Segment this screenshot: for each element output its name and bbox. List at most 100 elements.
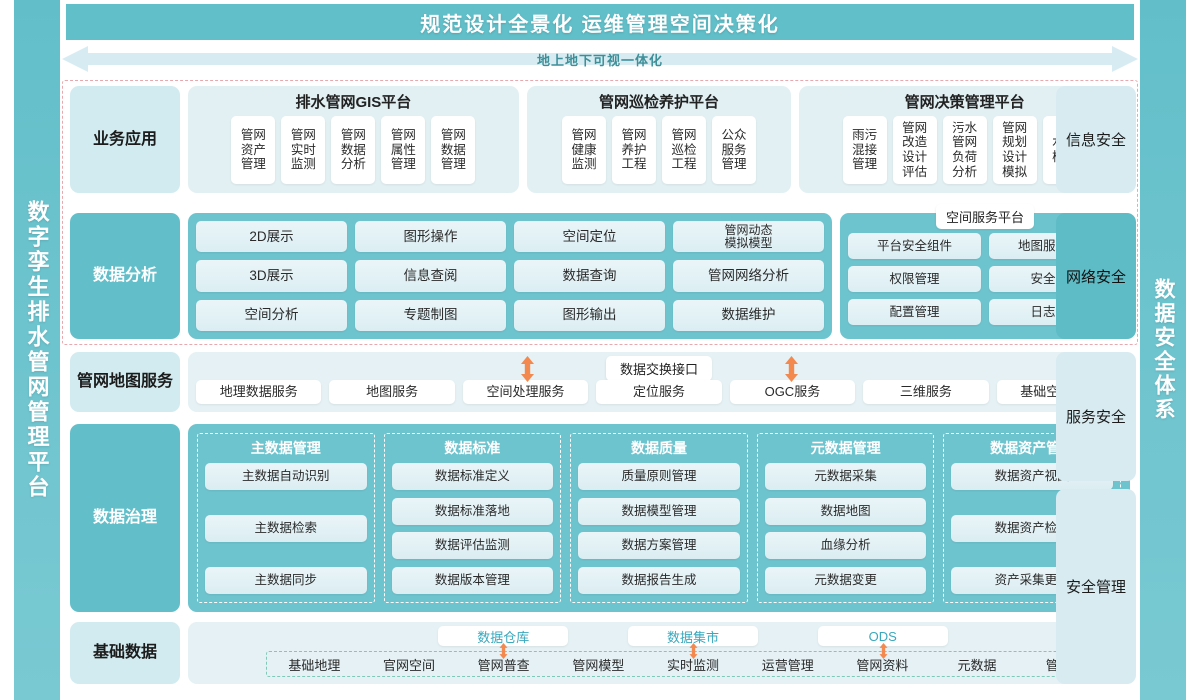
analysis-item[interactable]: 空间分析 (196, 299, 347, 331)
map-arrow-icon (785, 356, 799, 382)
data-governance-row: 数据治理 主数据管理主数据自动识别主数据检索主数据同步数据标准数据标准定义数据标… (70, 424, 1130, 612)
business-item[interactable]: 管网 改造 设计 评估 (892, 116, 937, 184)
governance-item[interactable]: 数据地图 (764, 497, 927, 525)
row-category-analysis: 数据分析 (70, 213, 180, 339)
analysis-item[interactable]: 图形操作 (355, 221, 506, 253)
base-arrow-icon (879, 643, 888, 659)
map-service-row: 管网地图服务 数据交换接口 地理数据服务地图服务空间处理服务定位服务 OGC服务三… (70, 352, 1130, 412)
map-service-up-down-arrow (785, 356, 799, 382)
data-exchange-interface[interactable]: 数据交换接口 (605, 356, 713, 381)
analysis-item[interactable]: 信息查阅 (355, 260, 506, 292)
analysis-item[interactable]: 图形输出 (514, 299, 665, 331)
governance-item[interactable]: 数据评估监测 (391, 532, 554, 560)
map-arrow-icon (520, 356, 534, 382)
governance-item[interactable]: 质量原则管理 (578, 463, 740, 490)
analysis-item[interactable]: 3D展示 (196, 260, 347, 292)
security-item[interactable]: 网络安全 (1056, 213, 1136, 339)
governance-column-items: 数据标准定义数据标准落地数据评估监测数据版本管理 (391, 463, 554, 594)
spatial-service-platform-title: 空间服务平台 (935, 204, 1035, 229)
governance-item[interactable]: 数据版本管理 (391, 566, 554, 594)
business-platform-items: 管网 健康 监测管网 养护 工程管网 巡检 工程公众 服务 管理 (554, 116, 764, 192)
governance-item[interactable]: 主数据检索 (205, 515, 367, 542)
base-data-up-down-arrow (877, 643, 891, 669)
business-platform-title: 管网巡检养护平台 (599, 94, 720, 111)
business-application-row: 业务应用 排水管网GIS平台管网 资产 管理管网 实时 监测管网 数据 分析管网… (70, 86, 1131, 193)
governance-panel: 主数据管理主数据自动识别主数据检索主数据同步数据标准数据标准定义数据标准落地数据… (188, 424, 1130, 612)
map-service-item[interactable]: 定位服务 (596, 380, 722, 404)
base-data-store[interactable]: 数据仓库 (438, 626, 569, 646)
business-item[interactable]: 管网 资产 管理 (231, 116, 276, 184)
analysis-item[interactable]: 专题制图 (355, 299, 506, 331)
business-item[interactable]: 管网 数据 分析 (331, 116, 376, 184)
business-platform-title: 排水管网GIS平台 (295, 94, 412, 111)
map-service-items: 地理数据服务地图服务空间处理服务定位服务OGC服务三维服务基础空间服务 (196, 380, 1122, 404)
analysis-item[interactable]: 管网动态 模拟模型 (673, 221, 824, 253)
business-item[interactable]: 管网 属性 管理 (381, 116, 426, 184)
security-item[interactable]: 服务安全 (1056, 352, 1136, 481)
diagram-title-bar: 规范设计全景化 运维管理空间决策化 (66, 4, 1134, 40)
business-item[interactable]: 公众 服务 管理 (712, 116, 756, 184)
governance-item[interactable]: 元数据采集 (764, 463, 927, 490)
map-service-item[interactable]: 空间处理服务 (462, 380, 589, 404)
governance-item[interactable]: 主数据自动识别 (205, 463, 367, 490)
governance-column: 元数据管理元数据采集数据地图血缘分析元数据变更 (756, 433, 935, 603)
base-data-store[interactable]: 数据集市 (628, 626, 758, 646)
analysis-item[interactable]: 空间定位 (514, 221, 665, 253)
governance-item[interactable]: 数据标准定义 (391, 463, 554, 490)
analysis-item[interactable]: 数据查询 (514, 260, 665, 292)
map-service-up-down-arrow (520, 356, 535, 382)
security-item[interactable]: 信息安全 (1056, 86, 1136, 193)
map-service-panel: 数据交换接口 地理数据服务地图服务空间处理服务定位服务OGC服务三维服务基础空间… (188, 352, 1130, 412)
diagram-title: 规范设计全景化 运维管理空间决策化 (420, 13, 780, 36)
base-data-item: 管网资料 (856, 657, 909, 673)
governance-item[interactable]: 血缘分析 (764, 532, 927, 560)
row-category-map-service: 管网地图服务 (70, 352, 180, 412)
governance-column-title: 数据质量 (630, 440, 687, 456)
business-item[interactable]: 雨污 混接 管理 (842, 116, 887, 184)
map-service-item[interactable]: OGC服务 (729, 380, 856, 404)
row-category-base-data: 基础数据 (70, 622, 180, 684)
spatial-service-item[interactable]: 平台安全组件 (848, 233, 981, 259)
business-item[interactable]: 管网 数据 管理 (431, 116, 476, 184)
map-service-item[interactable]: 地理数据服务 (196, 380, 322, 404)
analysis-item[interactable]: 2D展示 (196, 221, 347, 253)
analysis-item[interactable]: 管网网络分析 (673, 260, 824, 292)
left-rail-label: 数字孪生排水管网管理平台 (24, 200, 50, 500)
map-service-item[interactable]: 地图服务 (329, 380, 455, 404)
business-item[interactable]: 管网 实时 监测 (281, 116, 326, 184)
governance-column: 主数据管理主数据自动识别主数据检索主数据同步 (197, 433, 375, 603)
governance-item[interactable]: 数据标准落地 (391, 497, 554, 525)
governance-item[interactable]: 数据方案管理 (578, 532, 740, 560)
security-item[interactable]: 安全管理 (1056, 489, 1136, 684)
map-service-item[interactable]: 三维服务 (863, 380, 989, 404)
base-data-item: 基础地理 (288, 657, 341, 673)
governance-item[interactable]: 元数据变更 (764, 566, 927, 594)
governance-item[interactable]: 数据模型管理 (578, 497, 740, 525)
business-platform: 排水管网GIS平台管网 资产 管理管网 实时 监测管网 数据 分析管网 属性 管… (188, 86, 519, 193)
base-data-up-down-arrow (687, 643, 701, 669)
governance-item[interactable]: 主数据同步 (205, 567, 367, 594)
base-data-item: 实时监测 (667, 657, 720, 673)
analysis-item[interactable]: 数据维护 (673, 299, 824, 331)
right-rail: 数据安全体系 (1140, 0, 1186, 700)
base-data-store[interactable]: ODS (817, 626, 948, 646)
business-item[interactable]: 污水 管网 负荷 分析 (942, 116, 987, 184)
business-platforms: 排水管网GIS平台管网 资产 管理管网 实时 监测管网 数据 分析管网 属性 管… (188, 86, 1131, 193)
spatial-service-item[interactable]: 权限管理 (848, 266, 981, 292)
analysis-column: 管网动态 模拟模型管网网络分析数据维护 (673, 221, 824, 331)
governance-column-title: 元数据管理 (810, 440, 881, 456)
governance-item[interactable]: 数据报告生成 (578, 566, 740, 594)
spatial-service-item[interactable]: 配置管理 (848, 299, 981, 325)
governance-column: 数据标准数据标准定义数据标准落地数据评估监测数据版本管理 (383, 433, 562, 603)
left-rail: 数字孪生排水管网管理平台 (14, 0, 60, 700)
base-data-row: 基础数据 基础地理官网空间管网普查管网模型实时监测运营管理管网资料元数据管网模型… (70, 622, 1130, 684)
business-item[interactable]: 管网 养护 工程 (612, 116, 656, 184)
business-item[interactable]: 管网 健康 监测 (562, 116, 606, 184)
governance-column-items: 元数据采集数据地图血缘分析元数据变更 (764, 463, 927, 594)
business-item[interactable]: 管网 规划 设计 模拟 (992, 116, 1037, 184)
base-data-item: 运营管理 (761, 657, 814, 673)
business-item[interactable]: 管网 巡检 工程 (662, 116, 706, 184)
analysis-column: 图形操作信息查阅专题制图 (355, 221, 506, 331)
